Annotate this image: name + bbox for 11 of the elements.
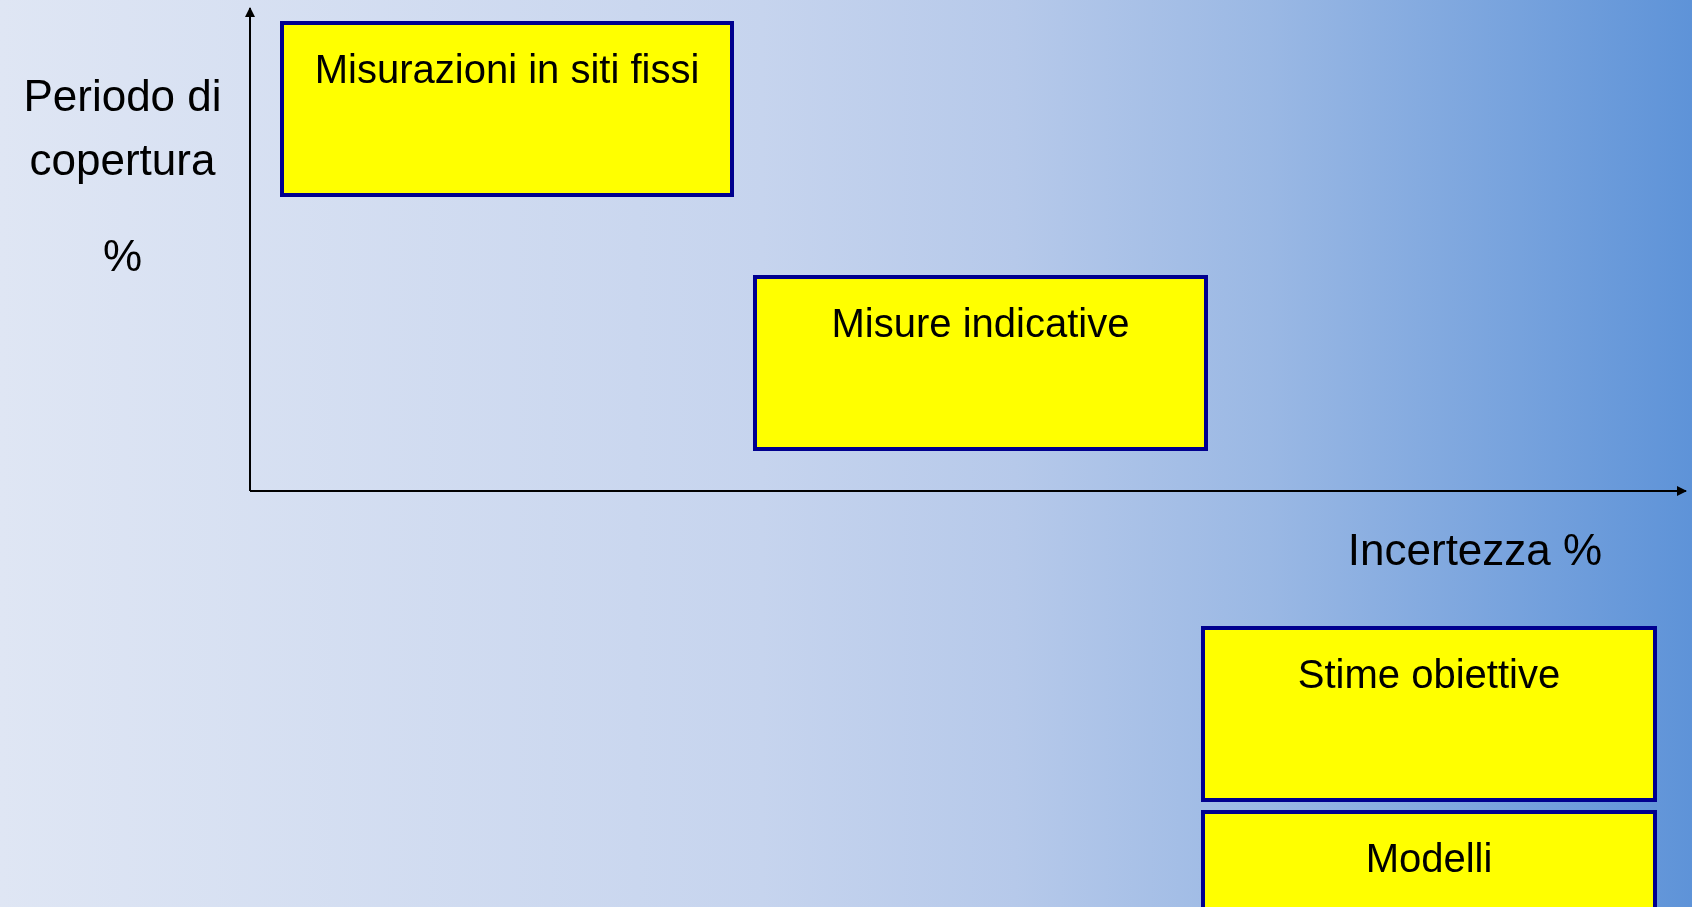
category-box — [1201, 810, 1657, 907]
axis-label: % — [101, 230, 144, 282]
axis-label: Incertezza % — [1346, 524, 1604, 576]
box-label: Modelli — [1364, 835, 1494, 882]
category-box — [1201, 626, 1657, 802]
axis-label: Periodo di copertura — [22, 70, 223, 186]
category-box — [280, 21, 734, 197]
box-label: Misurazioni in siti fissi — [313, 46, 701, 93]
box-label: Misure indicative — [830, 300, 1131, 347]
box-label: Stime obiettive — [1296, 651, 1562, 698]
category-box — [753, 275, 1208, 451]
